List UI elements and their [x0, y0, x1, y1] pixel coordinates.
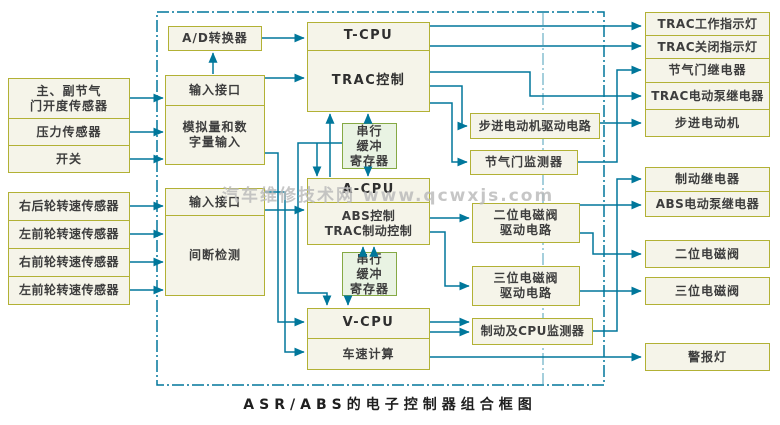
- box-abs-trac-brake-control: ABS控制 TRAC制动控制: [307, 202, 430, 245]
- box-throttle-monitor: 节气门监测器: [470, 150, 578, 175]
- box-switch: 开关: [8, 145, 130, 173]
- box-input-interface-1: 输入接口: [165, 75, 265, 106]
- box-serial-buffer-2: 串行 缓冲 寄存器: [342, 252, 397, 296]
- box-pressure-sensor: 压力传感器: [8, 118, 130, 146]
- box-throttle-relay: 节气门继电器: [645, 58, 770, 83]
- site-watermark: 汽车维修技术网 www.qcwxjs.com: [222, 186, 555, 206]
- box-stepper-drive-circuit: 步进电动机驱动电路: [470, 113, 600, 139]
- box-front-left-wheel-speed-sensor: 左前轮转速传感器: [8, 220, 130, 249]
- box-front-left-wheel-speed-sensor-2: 左前轮转速传感器: [8, 276, 130, 305]
- box-abs-pump-relay: ABS电动泵继电器: [645, 191, 770, 217]
- box-analog-digital-input: 模拟量和数 字量输入: [165, 105, 265, 165]
- box-brake-cpu-monitor: 制动及CPU监测器: [472, 318, 593, 345]
- box-t-cpu: T-CPU: [307, 22, 430, 51]
- box-speed-calc: 车速计算: [307, 338, 430, 370]
- box-three-pos-valve: 三位电磁阀: [645, 277, 770, 305]
- box-trac-pump-relay: TRAC电动泵继电器: [645, 82, 770, 110]
- box-two-pos-valve: 二位电磁阀: [645, 240, 770, 268]
- box-serial-buffer-1: 串行 缓冲 寄存器: [342, 123, 397, 169]
- box-trac-on-lamp: TRAC工作指示灯: [645, 12, 770, 36]
- box-two-pos-valve-drive: 二位电磁阀 驱动电路: [472, 203, 580, 243]
- box-trac-off-lamp: TRAC关闭指示灯: [645, 35, 770, 59]
- box-stepper-motor: 步进电动机: [645, 109, 770, 137]
- box-trac-control: TRAC控制: [307, 50, 430, 112]
- box-warning-lamp: 警报灯: [645, 343, 770, 371]
- box-brake-relay: 制动继电器: [645, 167, 770, 192]
- box-v-cpu: V-CPU: [307, 308, 430, 339]
- box-ad-converter: A/D转换器: [168, 26, 262, 51]
- box-three-pos-valve-drive: 三位电磁阀 驱动电路: [472, 266, 580, 306]
- box-interrupt-detect: 间断检测: [165, 215, 265, 296]
- box-throttle-opening-sensor: 主、副节气 门开度传感器: [8, 78, 130, 119]
- box-front-right-wheel-speed-sensor: 右前轮转速传感器: [8, 248, 130, 277]
- box-rear-right-wheel-speed-sensor: 右后轮转速传感器: [8, 192, 130, 221]
- diagram-caption: ASR/ABS的电子控制器组合框图: [243, 397, 537, 413]
